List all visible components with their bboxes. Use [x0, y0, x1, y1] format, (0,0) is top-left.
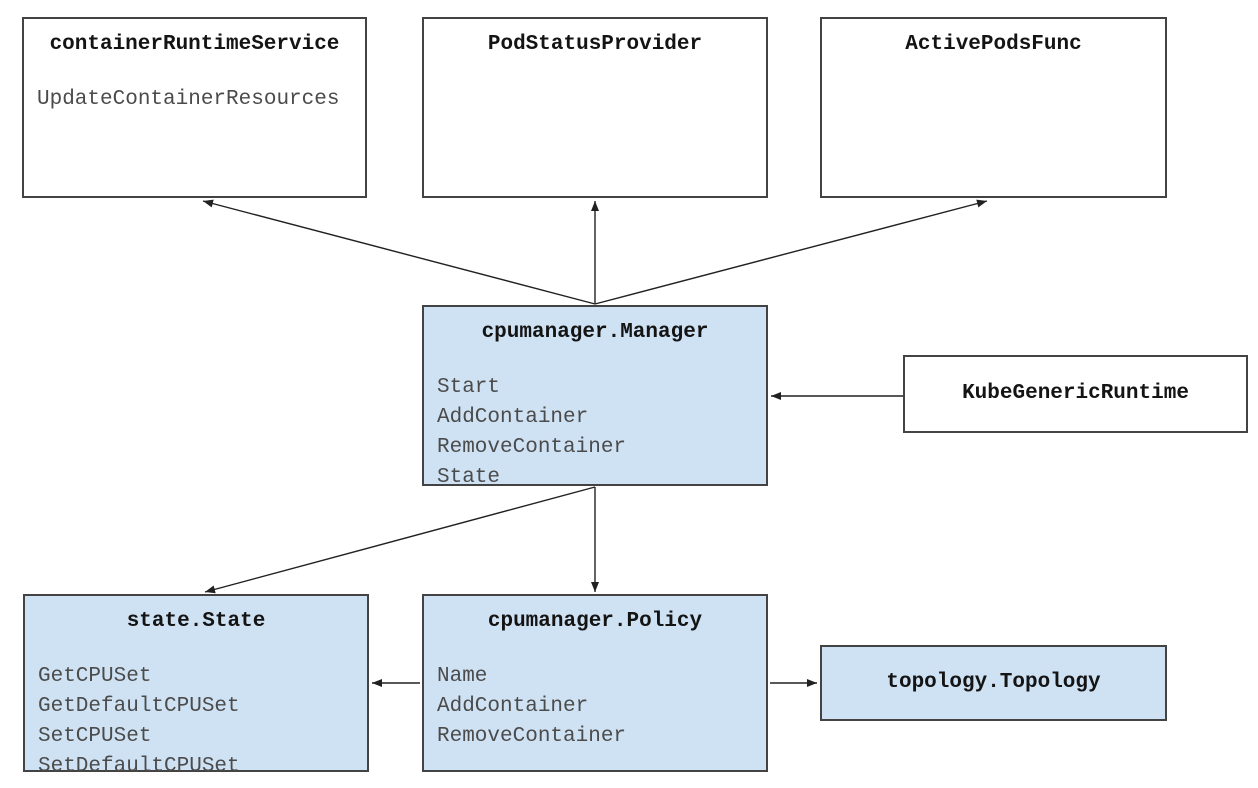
- box-title: cpumanager.Policy: [487, 610, 703, 633]
- edge-manager-to-active-pods-func: [594, 199, 988, 305]
- box-pod-status-provider: PodStatusProvider: [422, 17, 768, 198]
- box-title: ActivePodsFunc: [905, 33, 1082, 56]
- box-title: KubeGenericRuntime: [962, 382, 1189, 405]
- method-list: GetCPUSet GetDefaultCPUSet SetCPUSet Set…: [38, 662, 367, 782]
- box-cpumanager-policy: cpumanager.Policy Name AddContainer Remo…: [422, 594, 768, 772]
- edge-manager-to-state-state: [204, 486, 596, 594]
- box-title: cpumanager.Manager: [481, 321, 709, 344]
- box-topology-topology: topology.Topology: [820, 645, 1167, 721]
- method-line: SetDefaultCPUSet: [38, 755, 240, 778]
- method-line: AddContainer: [437, 406, 589, 429]
- edge-manager-to-container-runtime-service: [202, 199, 596, 305]
- method-line: Name: [437, 665, 488, 688]
- box-title: state.State: [126, 610, 266, 633]
- method-list: Start AddContainer RemoveContainer State: [437, 373, 766, 493]
- box-container-runtime-service: containerRuntimeService UpdateContainerR…: [22, 17, 367, 198]
- box-title: containerRuntimeService: [49, 33, 340, 56]
- method-line: Start: [437, 376, 501, 399]
- method-line: State: [437, 466, 501, 489]
- method-line: SetCPUSet: [38, 725, 152, 748]
- box-title: topology.Topology: [886, 671, 1101, 694]
- method-line: RemoveContainer: [437, 725, 627, 748]
- box-active-pods-func: ActivePodsFunc: [820, 17, 1167, 198]
- box-kube-generic-runtime: KubeGenericRuntime: [903, 355, 1248, 433]
- box-title: PodStatusProvider: [487, 33, 703, 56]
- method-line: UpdateContainerResources: [37, 88, 340, 111]
- method-line: RemoveContainer: [437, 436, 627, 459]
- method-line: GetDefaultCPUSet: [38, 695, 240, 718]
- method-list: UpdateContainerResources: [37, 85, 365, 115]
- method-list: Name AddContainer RemoveContainer: [437, 662, 766, 752]
- box-cpumanager-manager: cpumanager.Manager Start AddContainer Re…: [422, 305, 768, 489]
- method-line: AddContainer: [437, 695, 589, 718]
- method-line: GetCPUSet: [38, 665, 152, 688]
- box-state-state: state.State GetCPUSet GetDefaultCPUSet S…: [23, 594, 369, 778]
